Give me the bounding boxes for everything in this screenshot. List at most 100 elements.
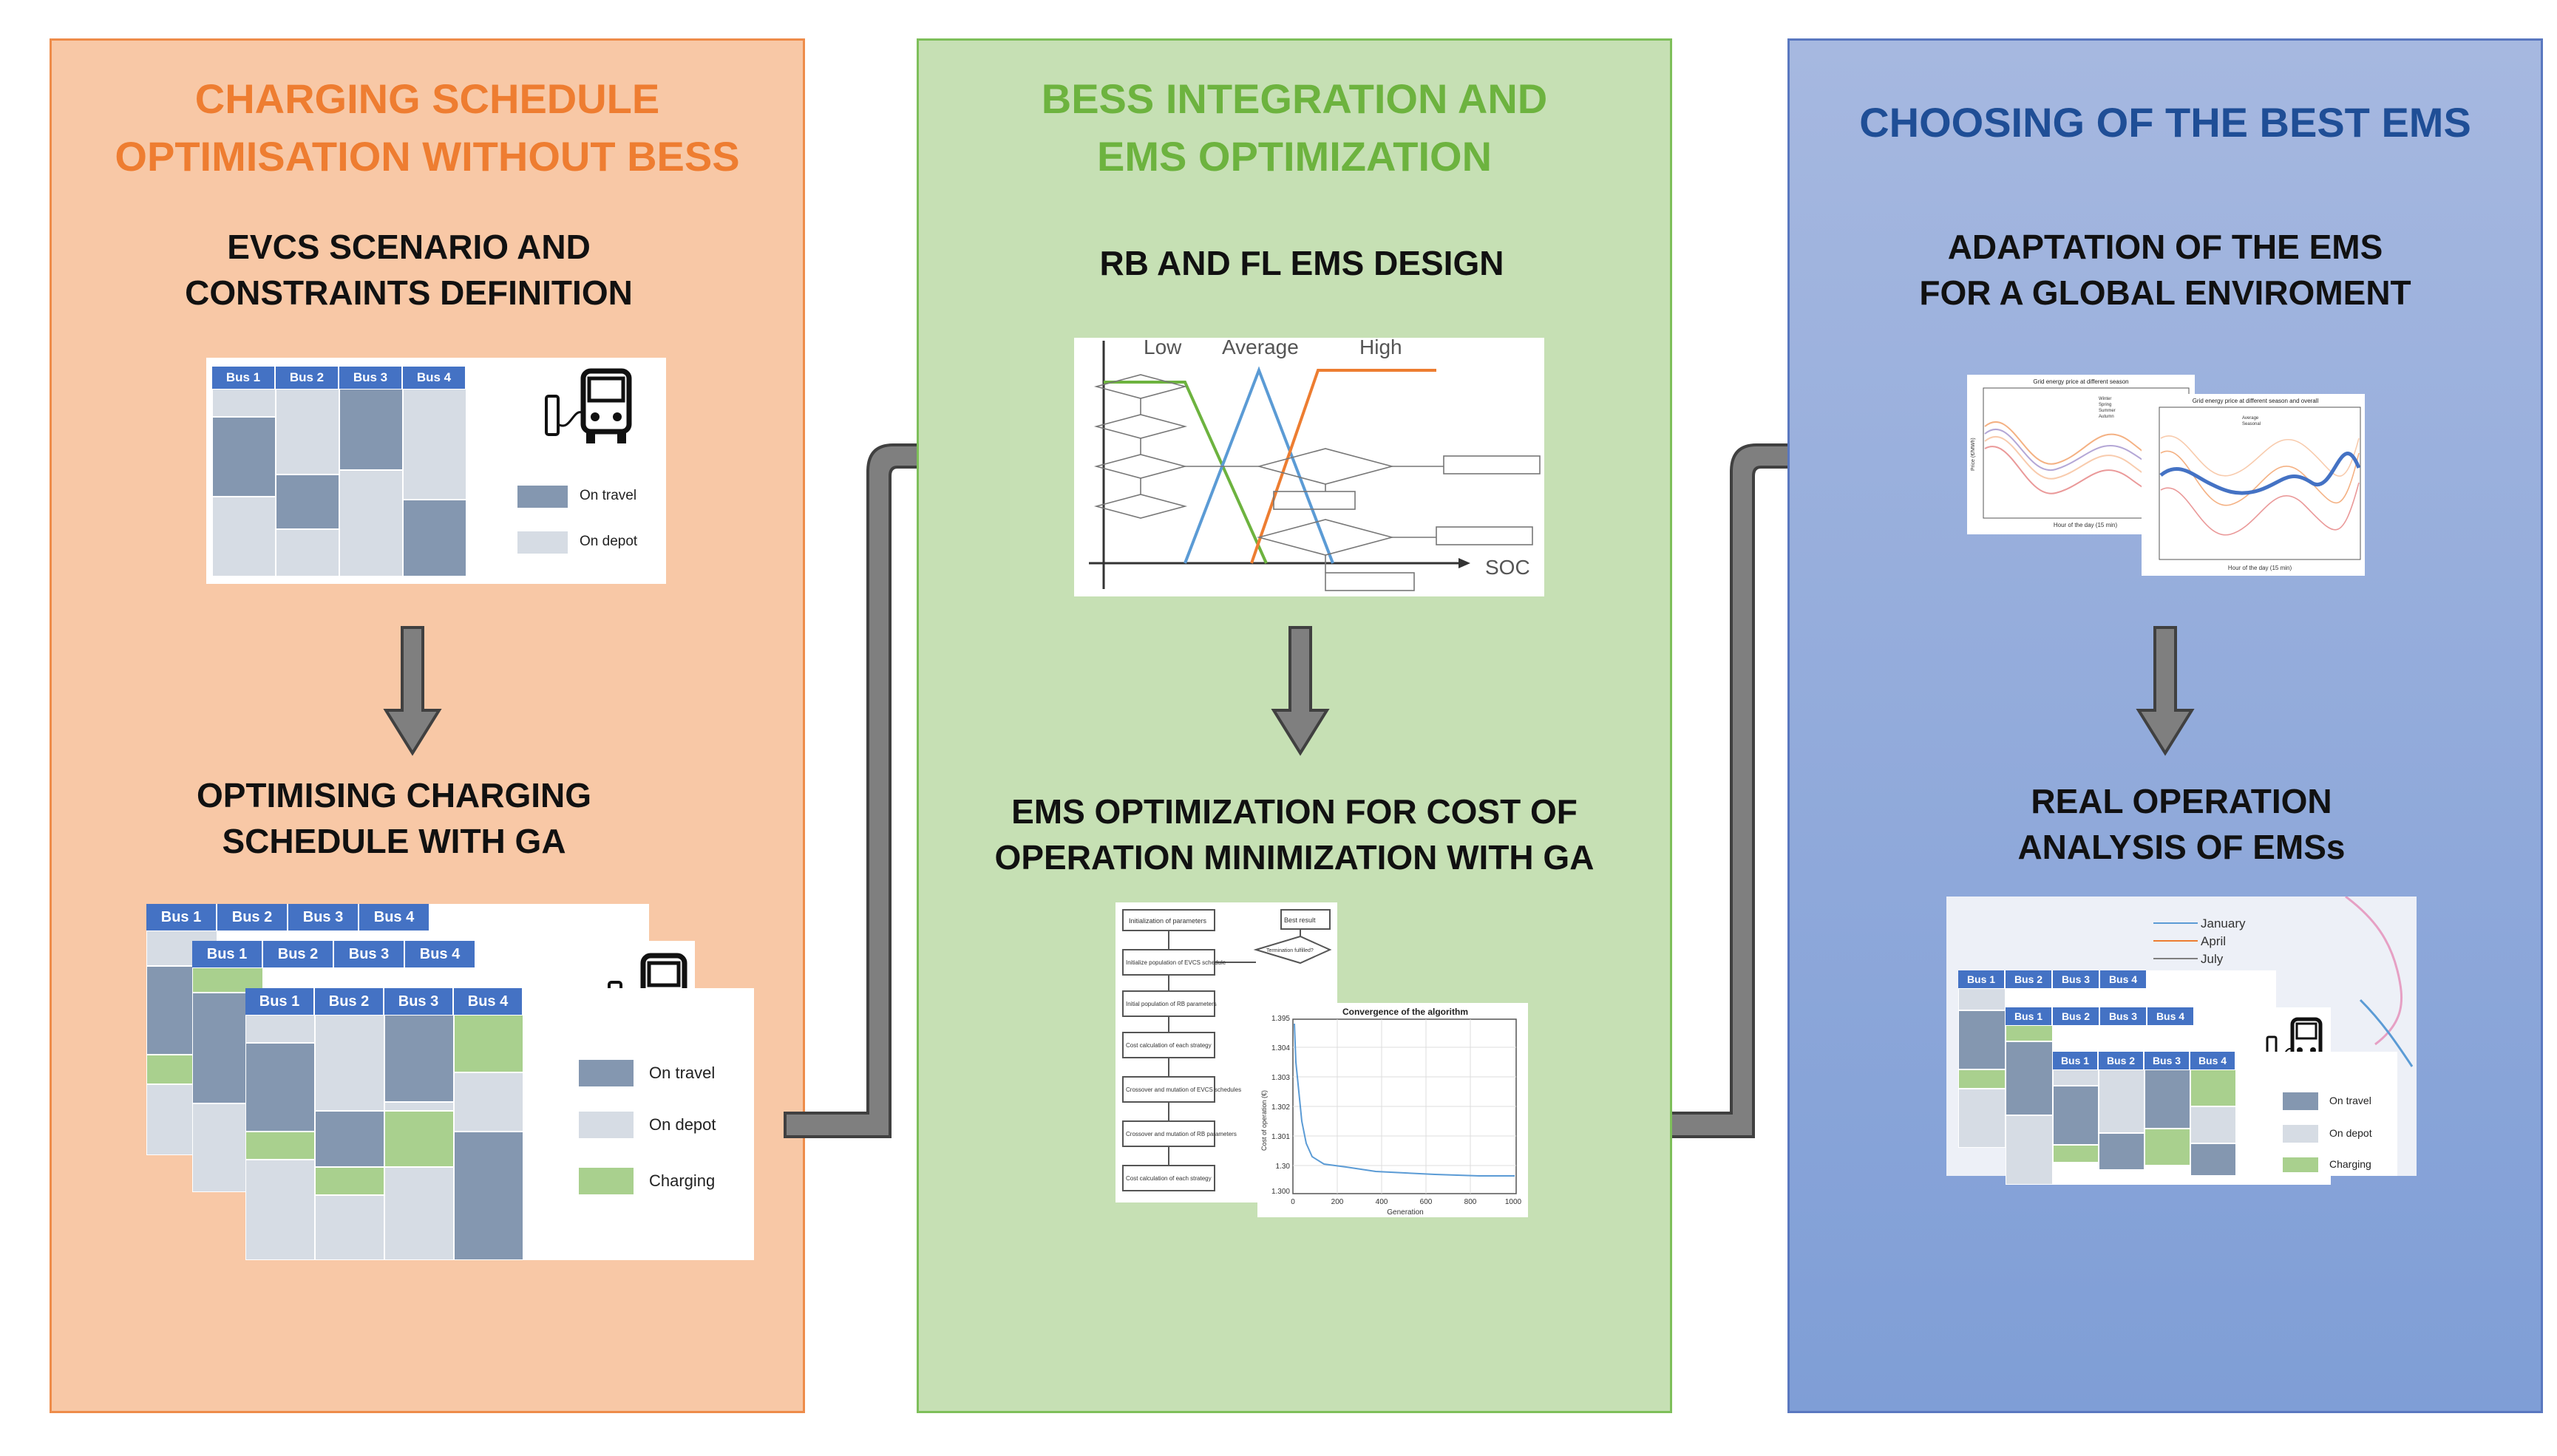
y-tick: 1.304 <box>1271 1044 1290 1052</box>
flow-step: Crossover and mutation of RB parameters <box>1126 1131 1237 1137</box>
depot-cell <box>2006 1115 2053 1185</box>
x-tick: 200 <box>1331 1198 1344 1206</box>
depot-cell <box>212 389 276 417</box>
legend-travel-label: On travel <box>2329 1095 2371 1106</box>
flow-step: Crossover and mutation of EVCS schedules <box>1126 1086 1241 1093</box>
ga-flowchart-svg: Initialization of parameters Initialize … <box>1122 909 1332 1191</box>
convergence-ylabel: Cost of operation (€) <box>1260 1090 1268 1151</box>
depot-cell <box>276 389 339 474</box>
panel3-title: CHOOSING OF THE BEST EMS <box>1859 99 2471 146</box>
convergence-xlabel: Generation <box>1387 1208 1423 1217</box>
panel2-step2-line2: OPERATION MINIMIZATION WITH GA <box>994 838 1595 877</box>
x-tick: 0 <box>1291 1198 1295 1206</box>
legend-depot-label: On depot <box>580 534 638 549</box>
depot-cell <box>315 1195 384 1260</box>
panel3-step2-line1: REAL OPERATION <box>2031 782 2332 820</box>
y-tick: 1.301 <box>1271 1133 1290 1141</box>
travel-cell <box>403 500 466 576</box>
panel1-step1-line2: CONSTRAINTS DEFINITION <box>185 273 633 312</box>
price-legend: Spring <box>2099 403 2111 407</box>
travel-cell <box>2190 1143 2236 1176</box>
bus-header: Bus 3 <box>2100 1007 2147 1025</box>
travel-cell <box>245 1043 315 1132</box>
panel1-title-line2: OPTIMISATION WITHOUT BESS <box>115 133 740 180</box>
bus-charger-icon <box>545 368 632 443</box>
legend-depot-label: On depot <box>649 1115 716 1134</box>
bus-header: Bus 4 <box>2190 1052 2236 1069</box>
bus-header: Bus 2 <box>276 367 339 389</box>
bus-header: Bus 1 <box>1958 970 2006 988</box>
x-tick: 600 <box>1420 1198 1433 1206</box>
depot-cell <box>245 1160 315 1260</box>
flow-step: Initial population of RB parameters <box>1126 1001 1217 1007</box>
travel-cell <box>276 474 339 529</box>
down-arrow <box>1271 626 1330 756</box>
panel1-step1-line1: EVCS SCENARIO AND <box>227 228 591 266</box>
price-chart-ylabel: Price (€/MWh) <box>1971 438 1976 471</box>
charging-cell <box>1958 1069 2006 1089</box>
bus-header: Bus 3 <box>334 941 405 967</box>
travel-cell <box>212 417 276 497</box>
real-op-card-front: Bus 1 Bus 2 Bus 3 Bus 4 On travel On dep… <box>2053 1052 2397 1176</box>
bus-header: Bus 1 <box>2006 1007 2053 1025</box>
flow-step: Cost calculation of each strategy <box>1126 1042 1212 1049</box>
flow-step: Initialize population of EVCS schedule <box>1126 959 1226 966</box>
legend-charging-swatch <box>2282 1157 2319 1173</box>
convergence-title: Convergence of the algorithm <box>1342 1007 1468 1017</box>
depot-cell <box>315 1015 384 1111</box>
fuzzy-high-label: High <box>1359 338 1402 358</box>
legend-depot-swatch <box>578 1111 634 1139</box>
legend-travel-label: On travel <box>580 488 637 503</box>
charging-cell <box>2006 1025 2053 1041</box>
depot-cell <box>276 529 339 576</box>
bus-header: Bus 1 <box>245 988 315 1015</box>
legend-depot-swatch <box>517 531 568 554</box>
legend-depot-label: On depot <box>2329 1127 2372 1139</box>
legend-travel-swatch <box>517 485 568 508</box>
depot-cell <box>2053 1069 2099 1086</box>
travel-cell <box>454 1132 523 1260</box>
charging-cell <box>2190 1069 2236 1106</box>
panel3-step2-line2: ANALYSIS OF EMSs <box>2017 828 2346 866</box>
depot-cell <box>384 1167 454 1260</box>
panel1-title-line1: CHARGING SCHEDULE <box>194 75 660 122</box>
legend-charging-swatch <box>578 1167 634 1195</box>
price-legend: Autumn <box>2099 415 2114 419</box>
legend-charging-label: Charging <box>2329 1158 2371 1170</box>
fuzzy-average-label: Average <box>1222 338 1299 358</box>
bus-header: Bus 3 <box>339 367 403 389</box>
depot-cell <box>212 497 276 576</box>
panel1-step2-line1: OPTIMISING CHARGING <box>196 776 592 814</box>
depot-cell <box>2099 1069 2145 1133</box>
schedule-card-front: Bus 1 Bus 2 Bus 3 Bus 4 On travel On dep… <box>245 988 754 1260</box>
fuzzy-low-label: Low <box>1144 338 1182 358</box>
travel-cell <box>2006 1041 2053 1115</box>
travel-cell <box>1958 1010 2006 1069</box>
bus-header: Bus 4 <box>359 904 430 931</box>
bus-header: Bus 2 <box>2099 1052 2145 1069</box>
panel2-title-line1: BESS INTEGRATION AND <box>1041 75 1548 122</box>
bus-header: Bus 1 <box>146 904 217 931</box>
bus-header: Bus 1 <box>212 367 276 389</box>
depot-cell <box>245 1015 315 1043</box>
bus-header: Bus 4 <box>454 988 523 1015</box>
travel-cell <box>384 1015 454 1102</box>
depot-cell <box>403 389 466 500</box>
bus-header: Bus 2 <box>217 904 288 931</box>
legend-travel-label: On travel <box>649 1064 716 1082</box>
charging-cell <box>315 1167 384 1195</box>
ga-flowchart: Initialization of parameters Initialize … <box>1115 902 1337 1202</box>
bus-header: Bus 3 <box>2053 970 2100 988</box>
panel-best-ems: CHOOSING OF THE BEST EMS ADAPTATION OF T… <box>1787 38 2543 1413</box>
bus-header: Bus 2 <box>263 941 334 967</box>
fuzzy-soc-label: SOC <box>1485 556 1530 579</box>
charging-cell <box>2145 1129 2190 1166</box>
panel-bess-integration: BESS INTEGRATION AND EMS OPTIMIZATION RB… <box>917 38 1672 1413</box>
flow-termination: Termination fulfilled? <box>1266 948 1314 953</box>
fuzzy-membership-plot: Low Average High SOC <box>1089 336 1541 591</box>
bus-header: Bus 4 <box>405 941 476 967</box>
charging-cell <box>245 1132 315 1160</box>
down-arrow <box>2136 626 2195 756</box>
panel3-step1-line1: ADAPTATION OF THE EMS <box>1947 228 2383 266</box>
month-legend: April <box>2201 934 2226 948</box>
